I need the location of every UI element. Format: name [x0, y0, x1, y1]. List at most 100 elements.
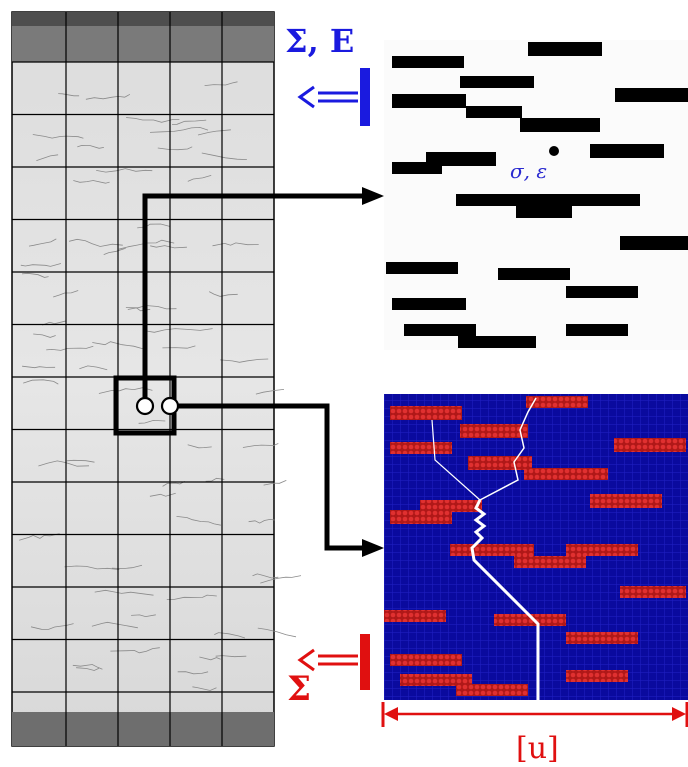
microcrack	[257, 627, 297, 638]
microcrack	[94, 589, 154, 596]
inclusion-bar	[466, 106, 522, 118]
microcrack	[64, 565, 120, 570]
microcrack	[199, 656, 221, 661]
inclusion-bar	[524, 468, 608, 480]
bottom-load-label: Σ	[287, 669, 311, 709]
microcrack	[201, 152, 247, 160]
inclusion-bar	[620, 586, 686, 598]
microcrack	[96, 168, 153, 173]
microcrack	[66, 459, 95, 463]
inclusion-bar	[456, 194, 574, 206]
local-fields-label: σ, ε	[510, 159, 547, 183]
connector-head-lower	[362, 539, 384, 557]
bottom-load-indicator: Σ	[287, 634, 370, 709]
microcrack	[28, 238, 57, 247]
bottom-load-plate	[360, 634, 370, 690]
inclusion-bar	[590, 494, 662, 508]
microcrack	[205, 477, 225, 482]
microcrack	[42, 320, 67, 326]
inclusion-bar	[426, 152, 496, 166]
integration-point-left	[135, 396, 155, 416]
microcrack	[252, 573, 279, 579]
inclusion-bar	[566, 632, 638, 644]
inclusion-bar	[456, 684, 528, 696]
microcrack	[212, 242, 259, 247]
microcrack	[58, 93, 80, 97]
specimen-grid	[12, 12, 274, 746]
microcrack	[72, 664, 103, 670]
microcrack	[73, 180, 110, 184]
microcrack	[103, 247, 126, 255]
inclusion-bar	[526, 396, 588, 408]
inclusion-bar	[390, 406, 462, 420]
microstructure-inclusions	[386, 42, 688, 348]
connector-arrows	[142, 187, 384, 557]
inclusion-bar	[620, 236, 688, 250]
microcrack	[77, 144, 104, 149]
top-load-indicator: Σ, E	[285, 22, 370, 126]
microcrack	[220, 358, 269, 363]
microcrack	[30, 623, 74, 630]
microcrack	[177, 671, 209, 675]
inclusion-bar	[460, 424, 528, 438]
microcrack	[76, 667, 100, 671]
specimen-panel	[11, 11, 302, 747]
microcrack	[143, 328, 213, 333]
microcrack	[110, 647, 160, 654]
inclusion-bar	[568, 194, 640, 206]
microcrack	[85, 93, 131, 100]
jump-dimension: [u]	[381, 702, 688, 766]
inclusion-bar	[566, 324, 628, 336]
inclusion-bar	[390, 510, 452, 524]
inclusion-bar	[615, 88, 688, 102]
top-load-plate	[360, 68, 370, 126]
microcrack	[209, 291, 238, 297]
connector-to-microstructure	[142, 193, 366, 398]
inclusion-bar	[460, 76, 534, 88]
microcrack	[69, 238, 123, 247]
specimen-top-cap-shade	[12, 12, 274, 26]
microcrack	[149, 492, 176, 497]
microcrack	[255, 389, 285, 395]
microcrack	[138, 419, 166, 424]
connector-to-cohesive-mesh	[178, 403, 366, 551]
microcrack	[53, 290, 79, 298]
connector-head-upper	[362, 187, 384, 205]
microcrack	[149, 126, 209, 133]
microcrack	[79, 365, 108, 371]
inclusion-bar	[386, 262, 458, 274]
inclusion-bar	[514, 556, 586, 568]
microcrack	[248, 518, 275, 524]
inclusion-bar	[590, 144, 664, 158]
crack-thin-right	[479, 397, 537, 501]
double-arrow-left-icon	[297, 85, 358, 109]
inclusion-bar	[400, 674, 472, 686]
microcrack	[19, 533, 60, 541]
inclusion-bar	[392, 298, 466, 310]
inclusion-bar	[498, 268, 570, 280]
microcrack	[91, 621, 138, 629]
microcrack	[126, 117, 180, 123]
microcrack	[150, 245, 187, 249]
mesh-inclusions	[384, 396, 686, 696]
inclusion-bar	[566, 286, 638, 298]
inclusion-bar	[450, 544, 534, 556]
inclusion-bar	[392, 56, 464, 68]
microcrack	[197, 129, 231, 136]
microcrack	[131, 614, 156, 618]
inclusion-bar	[468, 456, 532, 470]
microcrack	[20, 263, 62, 267]
microcrack	[21, 272, 49, 278]
crack-paths	[431, 397, 540, 700]
inclusion-bar	[384, 610, 446, 622]
integration-point-right	[160, 396, 180, 416]
microcrack	[162, 481, 185, 487]
microcrack	[263, 480, 287, 486]
microcrack	[32, 134, 84, 139]
microcrack	[166, 594, 217, 600]
microcrack	[176, 516, 221, 526]
microcrack	[215, 655, 247, 658]
inclusion-bar	[494, 614, 566, 626]
microcrack	[36, 154, 59, 161]
